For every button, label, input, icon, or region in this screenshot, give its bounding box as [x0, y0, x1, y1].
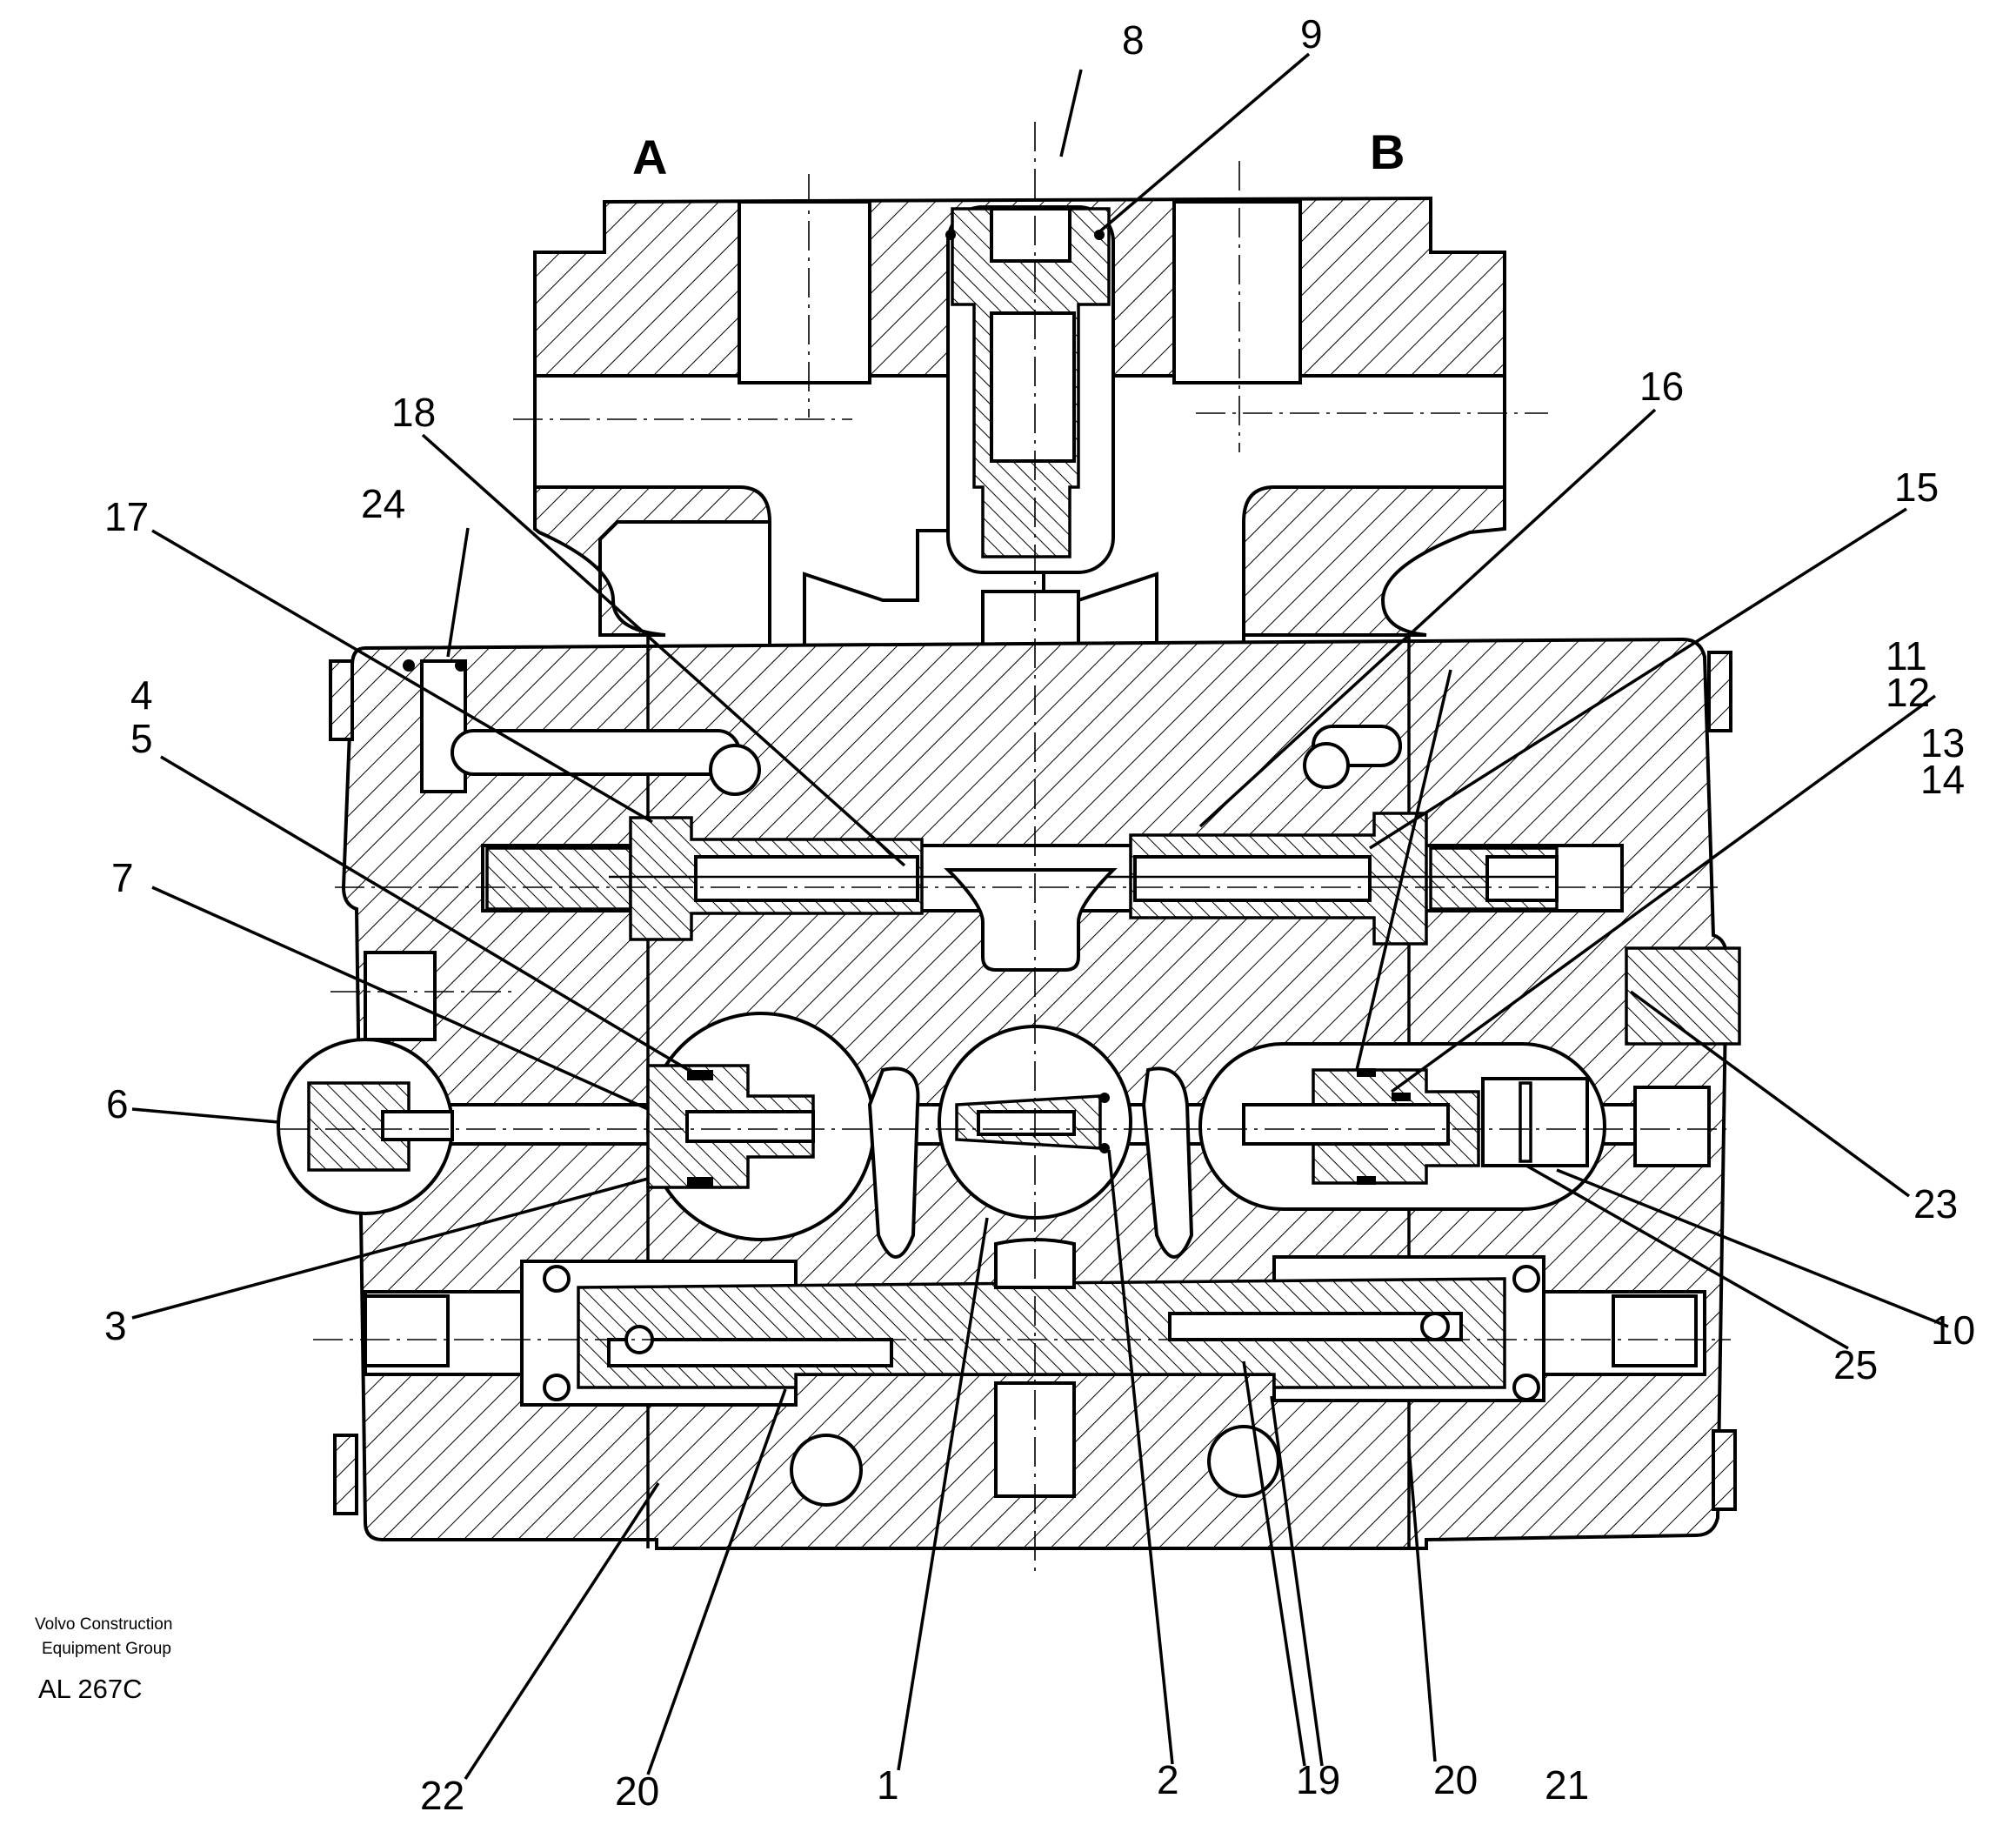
callout-18: 18: [391, 390, 436, 435]
callout-16: 16: [1639, 364, 1684, 409]
callout-12: 12: [1886, 670, 1930, 715]
callout-13: 13: [1920, 720, 1965, 765]
center-lines: [278, 122, 1731, 1574]
callout-20-right: 20: [1433, 1757, 1478, 1802]
leader-lines: [131, 52, 1949, 1780]
callout-2: 2: [1157, 1757, 1179, 1802]
callout-24: 24: [361, 481, 405, 526]
callout-19: 19: [1296, 1757, 1340, 1802]
credit-line-2: Equipment Group: [42, 1640, 171, 1658]
callout-1: 1: [877, 1762, 899, 1808]
lower-spool: [364, 1238, 1706, 1507]
left-pilot-drillings: [364, 659, 1402, 1041]
callout-17: 17: [104, 494, 149, 539]
middle-row-valves: [277, 946, 1741, 1259]
upper-spools: [481, 812, 1624, 972]
callout-3: 3: [104, 1303, 127, 1348]
callout-9: 9: [1300, 11, 1323, 57]
callout-7: 7: [111, 855, 134, 900]
callout-23: 23: [1913, 1181, 1958, 1227]
callout-11: 11: [1886, 633, 1927, 679]
callout-6: 6: [106, 1081, 129, 1126]
callout-5: 5: [130, 716, 153, 761]
callout-10: 10: [1931, 1307, 1975, 1353]
callout-20-left: 20: [615, 1768, 659, 1814]
callout-25: 25: [1833, 1342, 1878, 1387]
callout-4: 4: [130, 672, 153, 718]
port-b-label: B: [1370, 124, 1405, 179]
callout-22: 22: [420, 1773, 464, 1818]
callout-14: 14: [1920, 757, 1965, 802]
callout-15: 15: [1894, 465, 1939, 510]
callout-labels: 8 9 16 15 18 17 24 4 5 7 6 3 11 12 13 14…: [104, 11, 1975, 1818]
drawing-code: AL 267C: [38, 1674, 143, 1704]
credit-line-1: Volvo Construction: [35, 1615, 172, 1634]
callout-21: 21: [1545, 1762, 1589, 1808]
port-a-label: A: [632, 130, 667, 184]
callout-8: 8: [1122, 17, 1145, 63]
